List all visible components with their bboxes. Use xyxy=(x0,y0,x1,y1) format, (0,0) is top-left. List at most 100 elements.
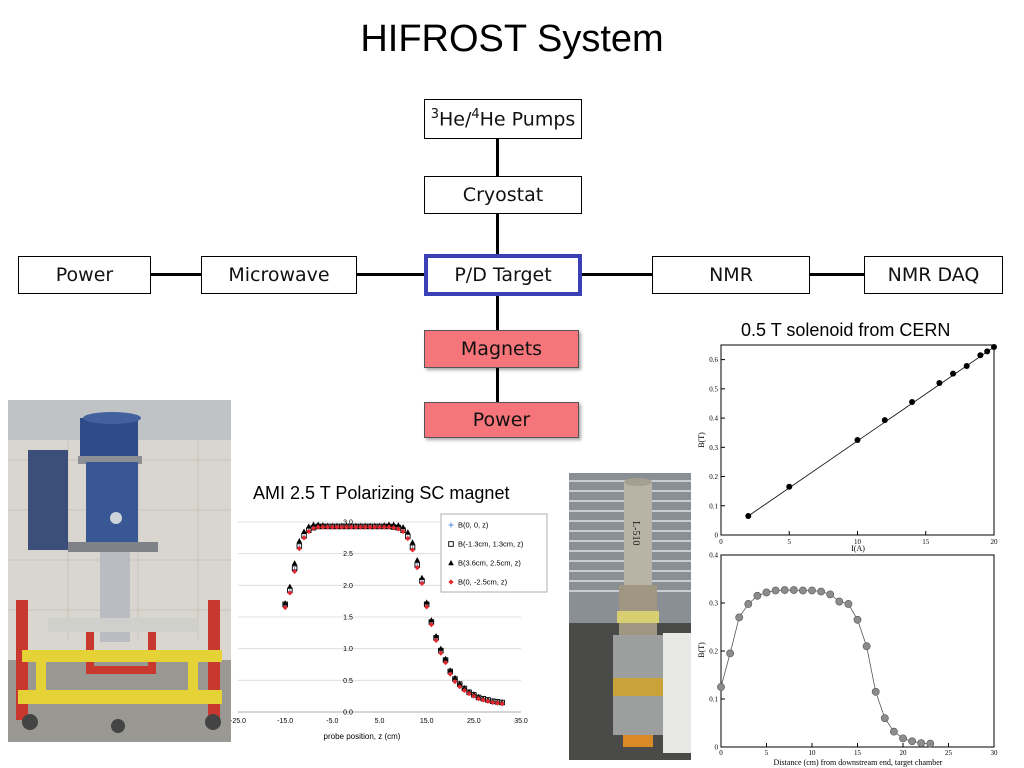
chart2-xtick-label: 25 xyxy=(945,749,953,757)
chart2-point xyxy=(826,590,835,599)
chart2-ytick-label: 0 xyxy=(715,744,719,752)
cylinder-photo-illustration: L-510 xyxy=(569,473,691,760)
chart1-xtick-label: 10 xyxy=(854,538,862,546)
ami-caption: AMI 2.5 T Polarizing SC magnet xyxy=(253,483,510,503)
chart3-point-series-2 xyxy=(305,523,312,529)
chart3-point-series-3 xyxy=(405,535,411,542)
pumps-label: 3He/4He Pumps xyxy=(431,107,576,130)
chart3-xtick-label: -25.0 xyxy=(231,718,246,725)
magnets-box: Magnets xyxy=(424,330,579,368)
chart2-point xyxy=(926,739,935,748)
chart2-point xyxy=(862,642,871,651)
cryostat-photo-illustration xyxy=(8,400,231,742)
chart3-xtick-label: -15.0 xyxy=(277,718,293,725)
chart2-point xyxy=(762,588,771,597)
chart3-xtick-label: 15.0 xyxy=(420,718,434,725)
pumps-sup-3: 3 xyxy=(430,107,439,123)
chart2-xtick-label: 30 xyxy=(991,749,999,757)
chart3-ytick-label: 3.0 xyxy=(343,520,353,527)
chart1-point xyxy=(881,417,888,424)
chart3-point-series-2 xyxy=(423,599,430,605)
chart3-point-series-3 xyxy=(282,604,288,611)
chart3-point-series-3 xyxy=(485,698,491,704)
chart2-point xyxy=(771,586,780,595)
chart3-xtick-label: 5.0 xyxy=(375,718,385,725)
chart1-point xyxy=(854,437,861,443)
chart1-ytick-label: 0.6 xyxy=(709,356,718,364)
chart3-point-series-3 xyxy=(490,699,496,706)
microwave-box: Microwave xyxy=(201,256,357,294)
chart1-point xyxy=(745,513,752,519)
connector-nmr-daq xyxy=(810,273,864,276)
chart2-point xyxy=(735,613,744,622)
chart3-point-series-2 xyxy=(390,521,397,527)
chart1-point xyxy=(909,399,916,405)
chart3-point-series-3 xyxy=(296,546,302,552)
chart2-point xyxy=(844,600,853,608)
chart3-point-series-3 xyxy=(400,528,406,535)
chart2-point xyxy=(753,591,762,600)
chart1-ytick-label: 0.4 xyxy=(709,415,718,423)
chart3-ytick-label: 1.0 xyxy=(343,646,353,653)
power-box-left: Power xyxy=(18,256,151,294)
cylinder-photo: L-510 xyxy=(569,473,691,760)
chart3-point-series-3 xyxy=(306,528,312,535)
chart3-legend-label: B(3.6cm, 2.5cm, z) xyxy=(458,559,521,568)
chart1-ytick-label: 0 xyxy=(715,532,719,540)
chart2-point xyxy=(899,734,907,743)
cryostat-box: Cryostat xyxy=(424,176,582,214)
chart2-ylabel: B(T) xyxy=(697,642,706,658)
chart3-xtick-label: 35.0 xyxy=(514,718,528,725)
connector-power-microwave xyxy=(151,273,201,276)
chart3-point-series-3 xyxy=(471,693,477,699)
chart2-point xyxy=(917,739,926,748)
connector-magnets-power xyxy=(496,368,499,402)
chart1-point xyxy=(936,380,943,386)
chart2-point xyxy=(871,687,880,696)
chart3-point-series-2 xyxy=(409,539,416,545)
chart2-point xyxy=(835,597,844,606)
chart2-plot-area xyxy=(720,554,995,748)
chart2-point xyxy=(799,586,807,595)
chart2-point xyxy=(853,615,862,624)
chart3-legend: B(0, 0, z)B(-1.3cm, 1.3cm, z)B(3.6cm, 2.… xyxy=(440,513,548,593)
chart3-point-series-2 xyxy=(296,538,303,544)
chart2-point xyxy=(789,586,798,594)
chart2-point xyxy=(717,683,725,691)
chart2-xtick-label: 20 xyxy=(900,749,908,757)
chart1-xlabel: I(A) xyxy=(851,544,865,553)
chart3-legend-label: B(0, -2.5cm, z) xyxy=(458,578,508,587)
chart2-point xyxy=(880,714,889,723)
chart2-ytick-label: 0.2 xyxy=(709,648,718,656)
chart3-point-series-3 xyxy=(339,524,345,530)
chart3-point-series-3 xyxy=(466,691,472,697)
nmr-daq-box: NMR DAQ xyxy=(864,256,1003,294)
chart3-point-series-3 xyxy=(409,547,416,553)
chart3-ytick-label: 0.5 xyxy=(343,678,353,685)
chart3-point-series-3 xyxy=(499,701,505,707)
chart1-ylabel: B(T) xyxy=(697,432,706,448)
chart3-point-series-2 xyxy=(282,600,288,606)
chart2-point xyxy=(889,727,898,736)
chart3-point-series-3 xyxy=(301,535,307,541)
chart2-ytick-label: 0.4 xyxy=(709,552,718,560)
connector-microwave-target xyxy=(357,273,424,276)
chart3-point-series-2 xyxy=(310,521,317,527)
chart3-legend-marker xyxy=(448,560,454,566)
chart3-point-series-2 xyxy=(405,529,411,535)
chart3-point-series-2 xyxy=(386,521,392,527)
chart1-ytick-label: 0.1 xyxy=(709,502,718,510)
chart3-xtick-label: 25.0 xyxy=(467,718,481,725)
chart3-xlabel: probe position, z (cm) xyxy=(324,732,401,741)
chart1-point xyxy=(977,352,984,359)
chart3-legend-label: B(-1.3cm, 1.3cm, z) xyxy=(458,540,524,549)
chart3-point-series-2 xyxy=(447,667,454,673)
power-box-bottom: Power xyxy=(424,402,579,438)
chart2-point xyxy=(726,649,734,658)
chart3-point-series-3 xyxy=(480,697,486,703)
chart3-legend-marker xyxy=(448,579,454,585)
chart1-ytick-label: 0.5 xyxy=(709,385,718,393)
pumps-sup-4: 4 xyxy=(471,107,480,123)
